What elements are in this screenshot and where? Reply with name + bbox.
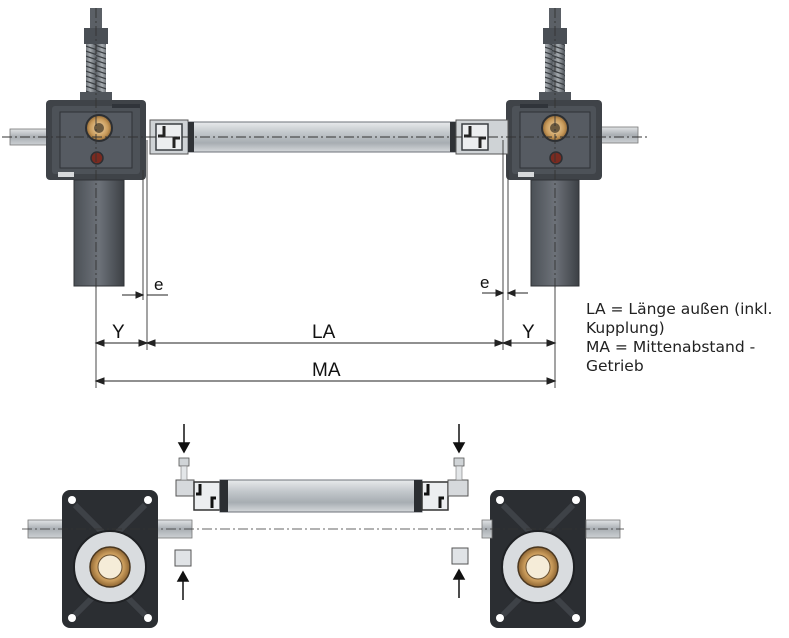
right-screw (453, 457, 465, 481)
assembly-arrows (176, 424, 466, 600)
extension-lines (95, 140, 556, 388)
right-gearbox-housing (506, 100, 602, 180)
bottom-view (22, 424, 624, 628)
dim-e-right: e (480, 273, 489, 292)
centerlines (2, 8, 650, 290)
dim-y-right: Y (522, 322, 535, 343)
legend: LA = Länge außen (inkl. Kupplung) MA = M… (586, 300, 786, 376)
right-key-block (451, 547, 469, 565)
right-flange-plate (490, 490, 586, 628)
left-flange-plate (62, 490, 158, 628)
dim-e-left: e (154, 275, 163, 294)
dimension-lines (94, 289, 557, 385)
dim-la: LA (312, 322, 336, 343)
top-view: e e Y LA Y MA (2, 8, 650, 388)
left-lift-tube (73, 179, 125, 287)
dim-y-left: Y (112, 322, 125, 343)
dim-ma: MA (312, 360, 341, 381)
legend-la: LA = Länge außen (inkl. Kupplung) (586, 300, 773, 337)
right-output-shaft (597, 126, 639, 144)
left-key-block (174, 549, 192, 567)
left-screw (178, 457, 190, 481)
legend-ma: MA = Mittenabstand - Getrieb (586, 338, 756, 375)
connecting-shaft-bottom (175, 479, 469, 513)
